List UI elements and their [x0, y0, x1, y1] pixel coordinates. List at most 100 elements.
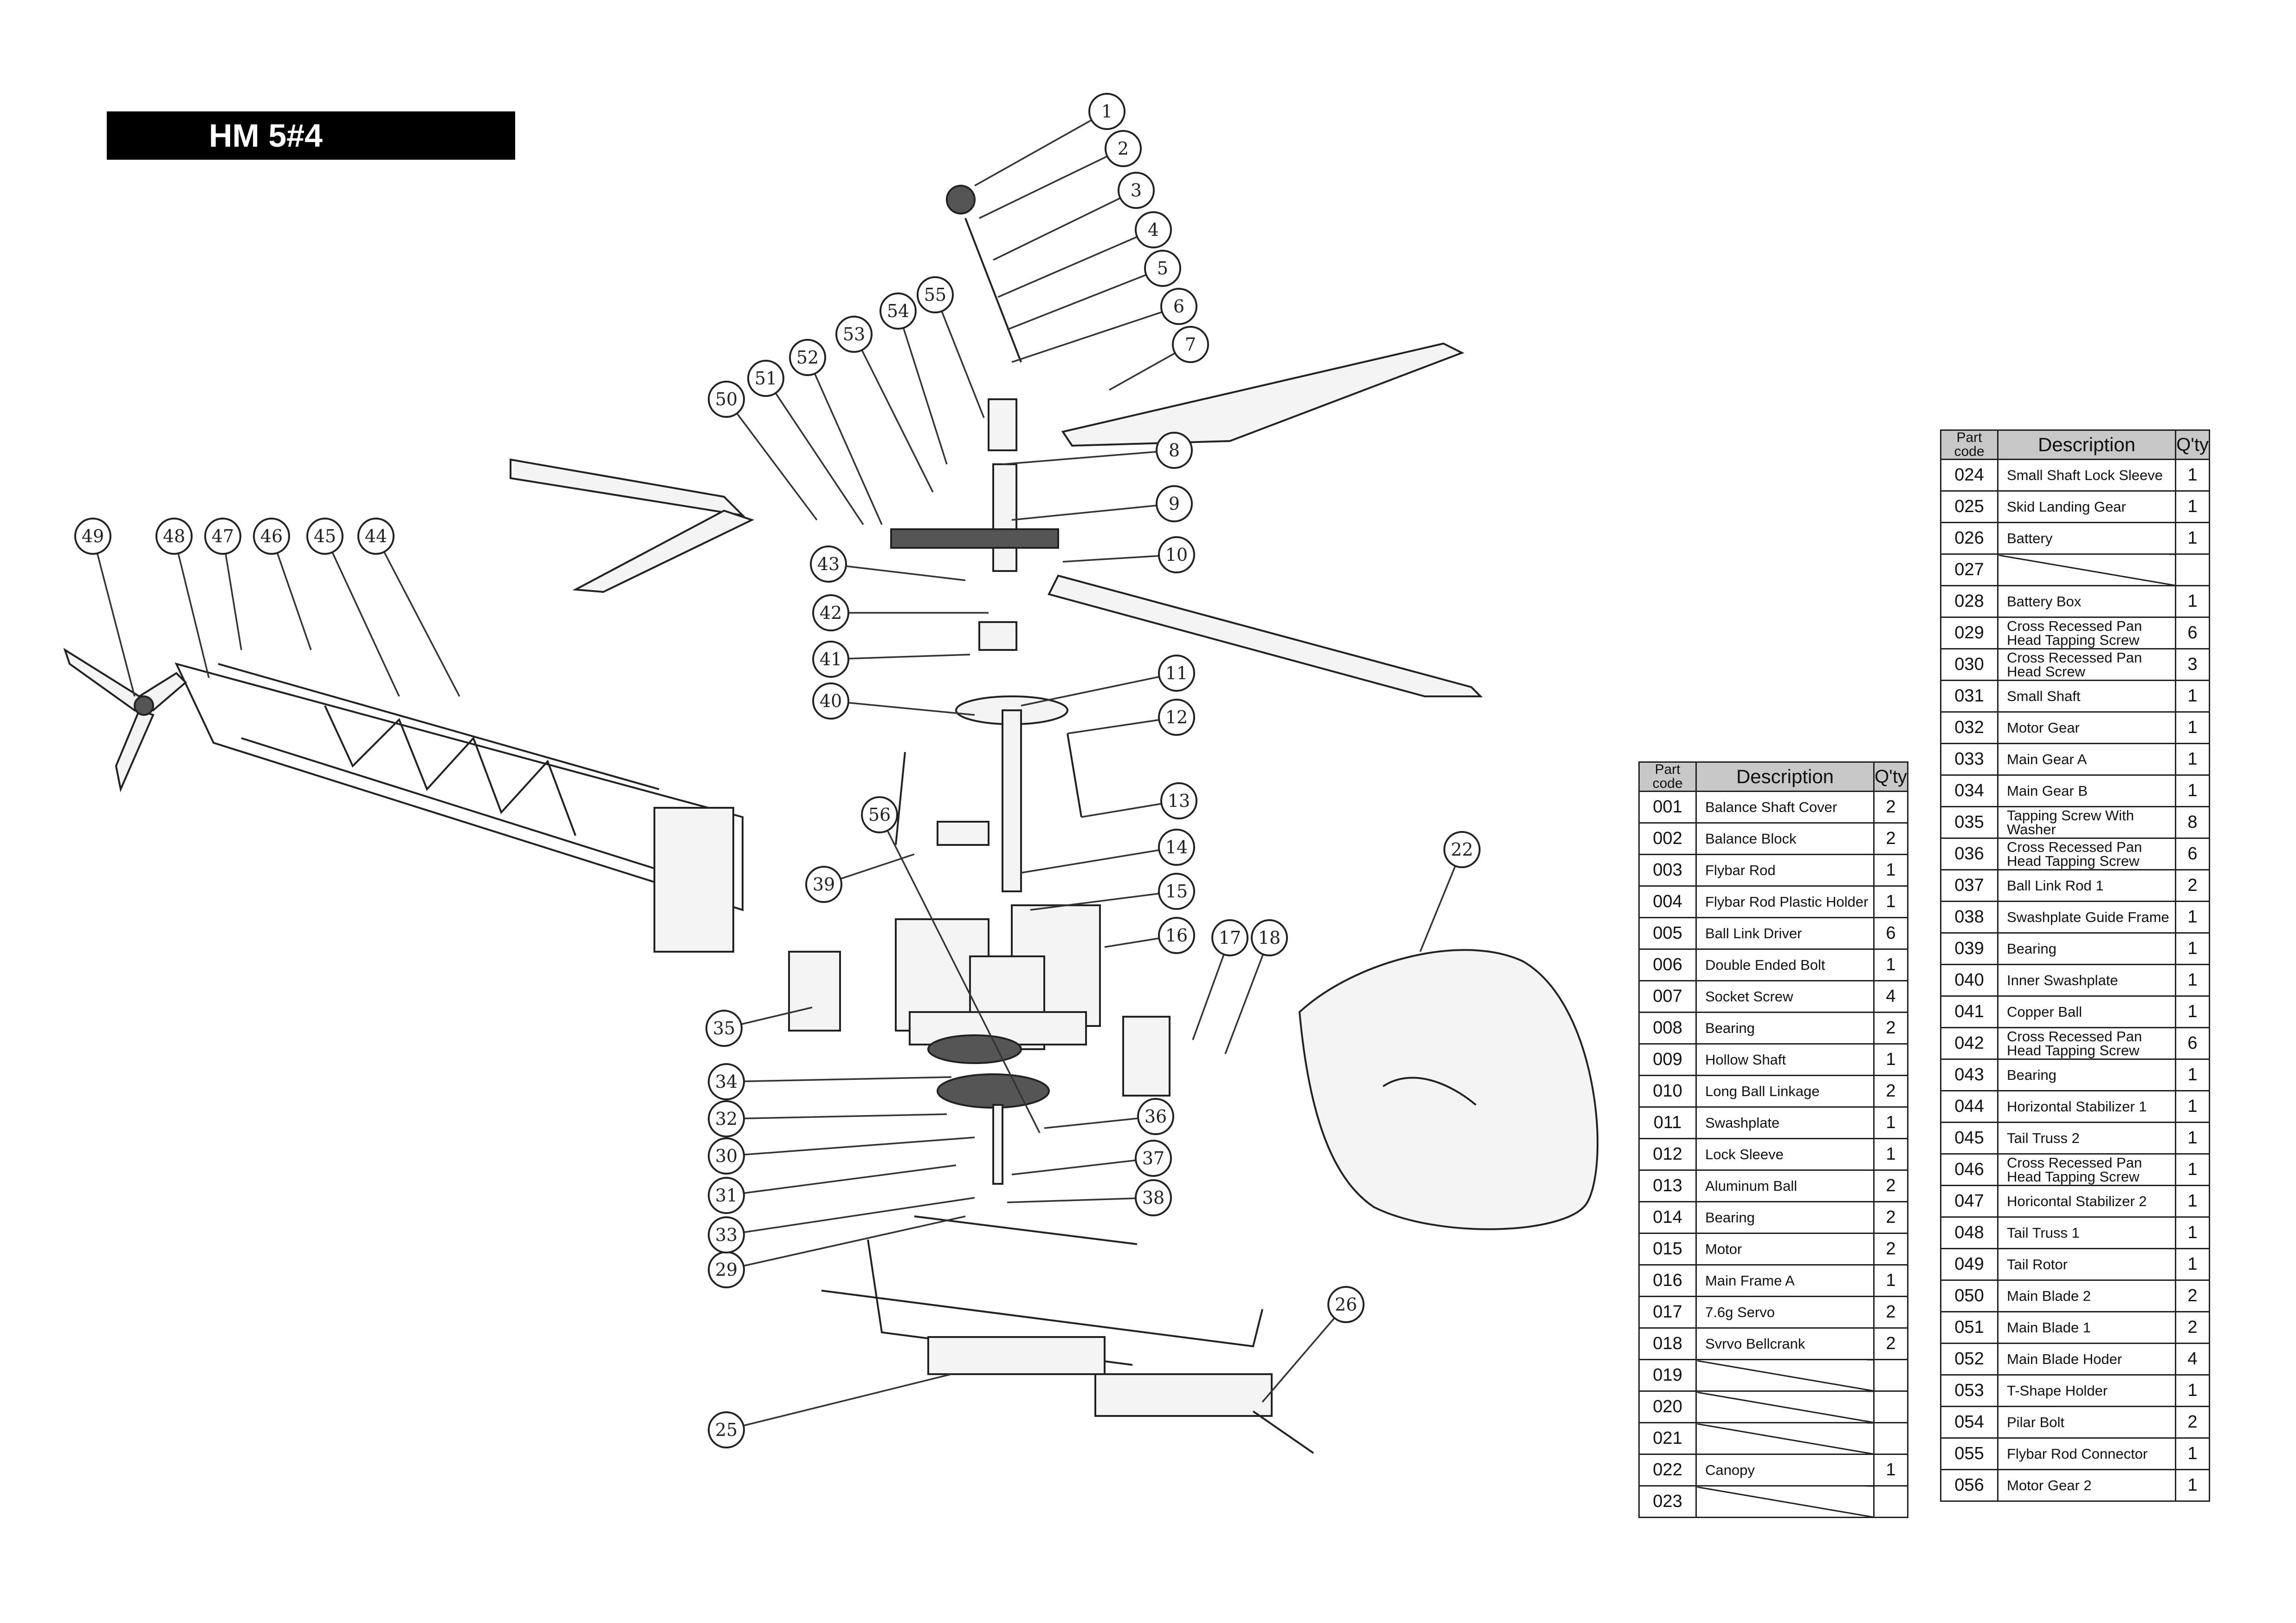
part-qty-cell: 1: [2175, 1216, 2210, 1249]
callout-16: 16: [1158, 917, 1195, 954]
callout-number: 12: [1165, 707, 1188, 727]
part-code-cell: 031: [1940, 680, 1998, 713]
callout-40: 40: [812, 682, 849, 720]
part-qty-cell: 1: [2175, 585, 2210, 618]
part-code-cell: 053: [1940, 1374, 1998, 1407]
callout-number: 8: [1169, 440, 1180, 461]
part-code-cell: 015: [1638, 1233, 1697, 1266]
callout-leader-line: [1021, 846, 1177, 874]
callout-26: 26: [1327, 1286, 1365, 1323]
part-qty-cell: [1873, 1359, 1908, 1392]
callout-leader-line: [222, 536, 242, 650]
part-code-cell: 028: [1940, 585, 1998, 618]
part-description-cell: Canopy: [1695, 1454, 1875, 1487]
part-description-cell: [1695, 1359, 1875, 1392]
part-code-cell: 029: [1940, 617, 1998, 649]
part-qty-cell: 2: [2175, 1406, 2210, 1439]
part-code-cell: 049: [1940, 1248, 1998, 1281]
part-description-cell: Bearing: [1695, 1012, 1875, 1045]
part-qty-cell: 2: [2175, 869, 2210, 902]
part-description-cell: Tail Rotor: [1997, 1248, 2176, 1281]
part-code-cell: 037: [1940, 869, 1998, 902]
part-description-cell: [1695, 1390, 1875, 1423]
linkages: [895, 733, 1082, 846]
part-qty-cell: 1: [1873, 854, 1908, 887]
callout-number: 47: [212, 526, 234, 546]
part-description-cell: Bearing: [1997, 932, 2176, 965]
callout-leader-line: [726, 1373, 952, 1431]
part-qty-cell: 1: [2175, 1469, 2210, 1502]
part-description-cell: Main Blade Hoder: [1997, 1343, 2176, 1376]
part-code-cell: 020: [1638, 1390, 1697, 1423]
callout-48: 48: [155, 518, 193, 555]
part-code-cell: 056: [1940, 1469, 1998, 1502]
callout-leader-line: [726, 1164, 957, 1196]
part-description-cell: Main Blade 1: [1997, 1311, 2176, 1344]
part-description-cell: T-Shape Holder: [1997, 1374, 2176, 1407]
part-qty-cell: 8: [2175, 806, 2210, 839]
main-frame: [895, 904, 1101, 1050]
part-description-cell: Tail Truss 2: [1997, 1122, 2176, 1155]
part-description-cell: Svrvo Bellcrank: [1695, 1327, 1875, 1360]
callout-number: 43: [817, 554, 840, 574]
part-code-cell: 026: [1940, 522, 1998, 555]
callout-54: 54: [880, 292, 917, 330]
part-code-cell: 055: [1940, 1437, 1998, 1470]
callout-number: 14: [1165, 837, 1188, 857]
callout-52: 52: [789, 339, 826, 376]
part-qty-cell: 2: [1873, 791, 1908, 824]
main-blades: [510, 342, 1483, 697]
callout-leader-line: [271, 536, 312, 650]
callout-leader-line: [979, 148, 1124, 219]
part-qty-cell: 4: [1873, 980, 1908, 1013]
part-qty-cell: 1: [1873, 1043, 1908, 1076]
part-qty-cell: 1: [2175, 1248, 2210, 1281]
part-description-cell: [1695, 1422, 1875, 1455]
callout-leader-line: [765, 378, 864, 525]
part-code-cell: 013: [1638, 1169, 1697, 1202]
callout-49: 49: [74, 518, 111, 555]
part-code-cell: 038: [1940, 901, 1998, 934]
callout-leader-line: [807, 357, 883, 525]
part-description-cell: Motor Gear: [1997, 711, 2176, 744]
callout-number: 33: [715, 1225, 737, 1245]
callout-36: 36: [1137, 1098, 1174, 1135]
tail-boom: [175, 662, 744, 953]
callout-number: 5: [1157, 258, 1168, 279]
part-code-cell: 030: [1940, 648, 1998, 681]
part-qty-cell: 1: [1873, 1138, 1908, 1171]
callout-number: 35: [713, 1018, 735, 1039]
part-qty-cell: 2: [1873, 1012, 1908, 1045]
part-qty-cell: 1: [2175, 1090, 2210, 1123]
part-qty-cell: 1: [2175, 522, 2210, 555]
callout-number: 3: [1131, 180, 1142, 201]
callout-number: 45: [314, 526, 336, 546]
part-qty-cell: [1873, 1422, 1908, 1455]
callout-leader-line: [324, 536, 400, 697]
part-code-cell: 039: [1940, 932, 1998, 965]
callout-55: 55: [917, 276, 954, 313]
part-description-cell: Pilar Bolt: [1997, 1406, 2176, 1439]
diagram-title: HM 5#4: [107, 111, 515, 160]
callout-leader-line: [1044, 1116, 1156, 1129]
part-code-cell: 017: [1638, 1296, 1697, 1329]
part-code-cell: 008: [1638, 1012, 1697, 1045]
part-code-cell: 042: [1940, 1027, 1998, 1060]
part-code-cell: 009: [1638, 1043, 1697, 1076]
header-part-code: Part code: [1638, 761, 1697, 792]
part-code-cell: 002: [1638, 822, 1697, 855]
part-qty-cell: 1: [2175, 1122, 2210, 1155]
part-qty-cell: 1: [2175, 901, 2210, 934]
